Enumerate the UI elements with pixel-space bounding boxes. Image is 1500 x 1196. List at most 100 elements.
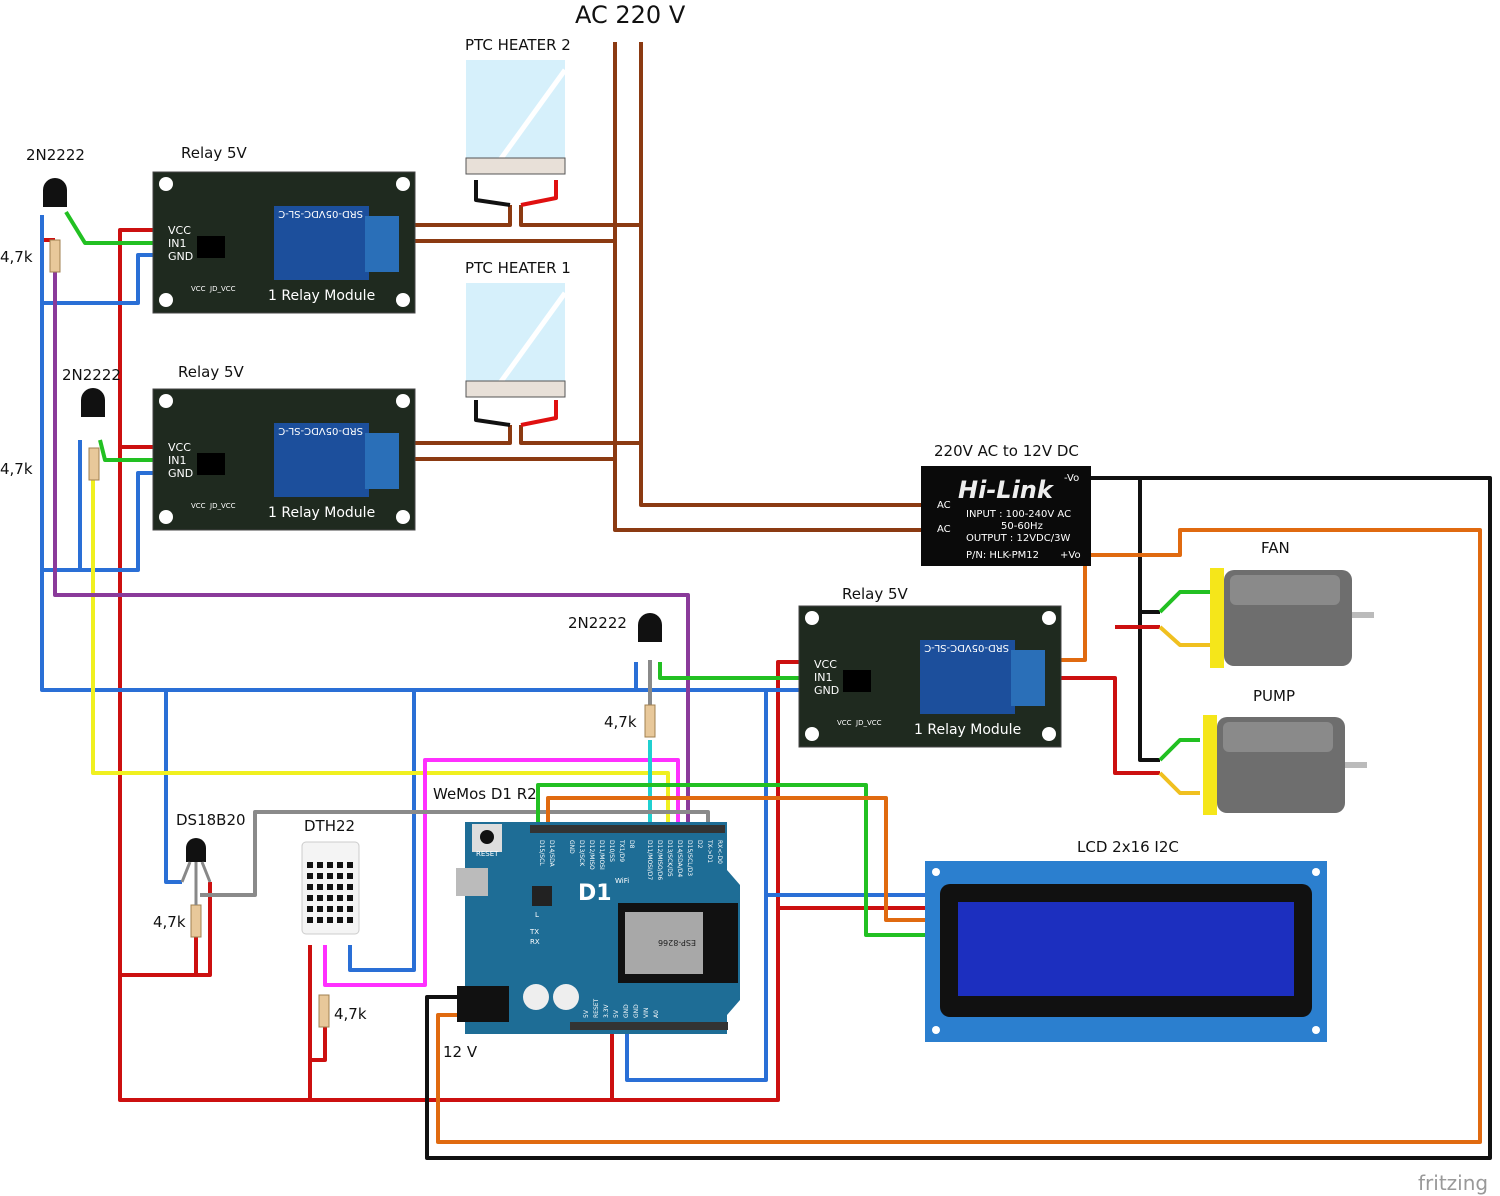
relay-part: SRD-05VDC-SL-C xyxy=(278,425,363,436)
hilink-ac-2: AC xyxy=(937,524,951,535)
wire-purple xyxy=(53,270,690,830)
d1-logo: D1 xyxy=(578,881,612,906)
dth22-label: DTH22 xyxy=(304,817,355,835)
mounting-hole xyxy=(396,293,410,307)
relay-body xyxy=(274,423,369,497)
wire-black-12v-neg xyxy=(425,476,1492,1160)
transistor-2: 2N2222 xyxy=(62,366,121,417)
mounting-hole xyxy=(396,394,410,408)
ds18b20-label: DS18B20 xyxy=(176,811,246,829)
relay-module-name: 1 Relay Module xyxy=(268,288,375,304)
relay-title: Relay 5V xyxy=(181,144,248,162)
pin-label: RX<-D0 xyxy=(716,840,723,864)
fan-label: FAN xyxy=(1261,539,1290,557)
wire-brown-ac xyxy=(383,42,928,532)
ptc2-label: PTC HEATER 2 xyxy=(465,36,571,54)
led-tx: TX xyxy=(529,928,539,936)
resistor-label-2: 4,7k xyxy=(0,460,33,478)
pin-label: GND xyxy=(633,1004,640,1018)
hilink-freq: 50-60Hz xyxy=(1001,521,1043,532)
ptc-heater-1: PTC HEATER 1 xyxy=(465,259,571,398)
transistors: 2N2222 2N2222 2N2222 xyxy=(26,146,662,642)
screw-terminal xyxy=(1011,650,1045,706)
pin-label: 3.3V xyxy=(603,1003,610,1018)
label-12v: 12 V xyxy=(443,1043,478,1061)
esp-module-label: ESP-8266 xyxy=(658,938,696,947)
transistor-label: 2N2222 xyxy=(568,614,627,632)
jumper-label: JD_VCC xyxy=(855,719,882,727)
wire-orange-scl xyxy=(546,796,935,922)
hilink-ac-1: AC xyxy=(937,500,951,511)
pin-label: D15/SCL/D3 xyxy=(686,840,693,876)
transistor-3: 2N2222 xyxy=(568,613,662,642)
pin-label: A0 xyxy=(653,1010,660,1018)
relay-pin-label: GND xyxy=(814,684,839,697)
relay-title: Relay 5V xyxy=(178,363,245,381)
mounting-hole xyxy=(1042,611,1056,625)
relay-title: Relay 5V xyxy=(842,585,909,603)
pin-label: D13/SCK xyxy=(578,840,585,867)
relay-module-name: 1 Relay Module xyxy=(914,722,1021,738)
wifi-label: WiFi xyxy=(615,877,629,885)
pin-label: GND xyxy=(568,840,575,854)
wire-magenta xyxy=(323,758,680,987)
pin-label: D2 xyxy=(696,840,703,849)
pin-label: 5V xyxy=(583,1009,590,1018)
hilink-input: INPUT : 100-240V AC xyxy=(966,509,1071,520)
hilink-pn: P/N: HLK-PM12 xyxy=(966,550,1039,561)
relay-body xyxy=(920,640,1015,714)
pump-motor: PUMP xyxy=(1203,687,1367,815)
mounting-hole xyxy=(805,727,819,741)
pump-label: PUMP xyxy=(1253,687,1295,705)
transistor-body xyxy=(43,178,67,207)
hilink-output: OUTPUT : 12VDC/3W xyxy=(966,533,1070,544)
transistor-label: 2N2222 xyxy=(62,366,121,384)
pin-label: D12/MISO xyxy=(588,840,595,870)
transistor-1: 2N2222 xyxy=(26,146,85,207)
jumper-label: VCC xyxy=(837,719,852,727)
fan-motor: FAN xyxy=(1210,539,1374,668)
relay-part: SRD-05VDC-SL-C xyxy=(924,642,1009,653)
lcd-2x16-i2c: LCD 2x16 I2C xyxy=(925,838,1327,1042)
mounting-hole xyxy=(159,394,173,408)
dth22-sensor: DTH22 xyxy=(301,817,360,935)
relay-pin-label: VCC xyxy=(168,224,191,237)
pin-label: D14/SDA xyxy=(548,840,555,868)
wire-blue-gnd xyxy=(40,215,935,1082)
led-l: L xyxy=(535,911,539,919)
hilink-title: 220V AC to 12V DC xyxy=(934,442,1079,460)
relay-pin-label: GND xyxy=(168,467,193,480)
screw-terminal xyxy=(365,216,399,272)
ptc1-label: PTC HEATER 1 xyxy=(465,259,571,277)
pin-label: VIN xyxy=(643,1008,650,1018)
mounting-hole xyxy=(805,611,819,625)
lcd-label: LCD 2x16 I2C xyxy=(1077,838,1179,856)
wire-gray xyxy=(200,810,710,897)
reset-label: RESET xyxy=(476,850,499,858)
wemos-label: WeMos D1 R2 xyxy=(433,785,537,803)
wire-yellow xyxy=(91,480,670,830)
hilink-logo: Hi-Link xyxy=(958,476,1055,504)
relay-module-name: 1 Relay Module xyxy=(268,505,375,521)
wemos-d1-r2: WeMos D1 R2 RESET D1 WiFi L TX RX ESP-82… xyxy=(433,785,740,1034)
pin-label: D14/SDA/D4 xyxy=(676,840,683,877)
pin-label: RESET xyxy=(593,998,600,1018)
ac-title: AC 220 V xyxy=(575,1,686,29)
jumper-label: JD_VCC xyxy=(209,285,236,293)
hilink-vo-neg: -Vo xyxy=(1064,473,1079,484)
resistor-label-5: 4,7k xyxy=(334,1005,367,1023)
jumper-label: VCC xyxy=(191,285,206,293)
mounting-hole xyxy=(1042,727,1056,741)
mounting-hole xyxy=(159,293,173,307)
jumper-label: JD_VCC xyxy=(209,502,236,510)
mounting-hole xyxy=(396,177,410,191)
resistor-label-3: 4,7k xyxy=(604,713,637,731)
hilink-power-module: 220V AC to 12V DC Hi-Link INPUT : 100-24… xyxy=(921,442,1091,566)
relay-pin-label: IN1 xyxy=(814,671,832,684)
pin-label: D10/SS xyxy=(608,840,615,862)
